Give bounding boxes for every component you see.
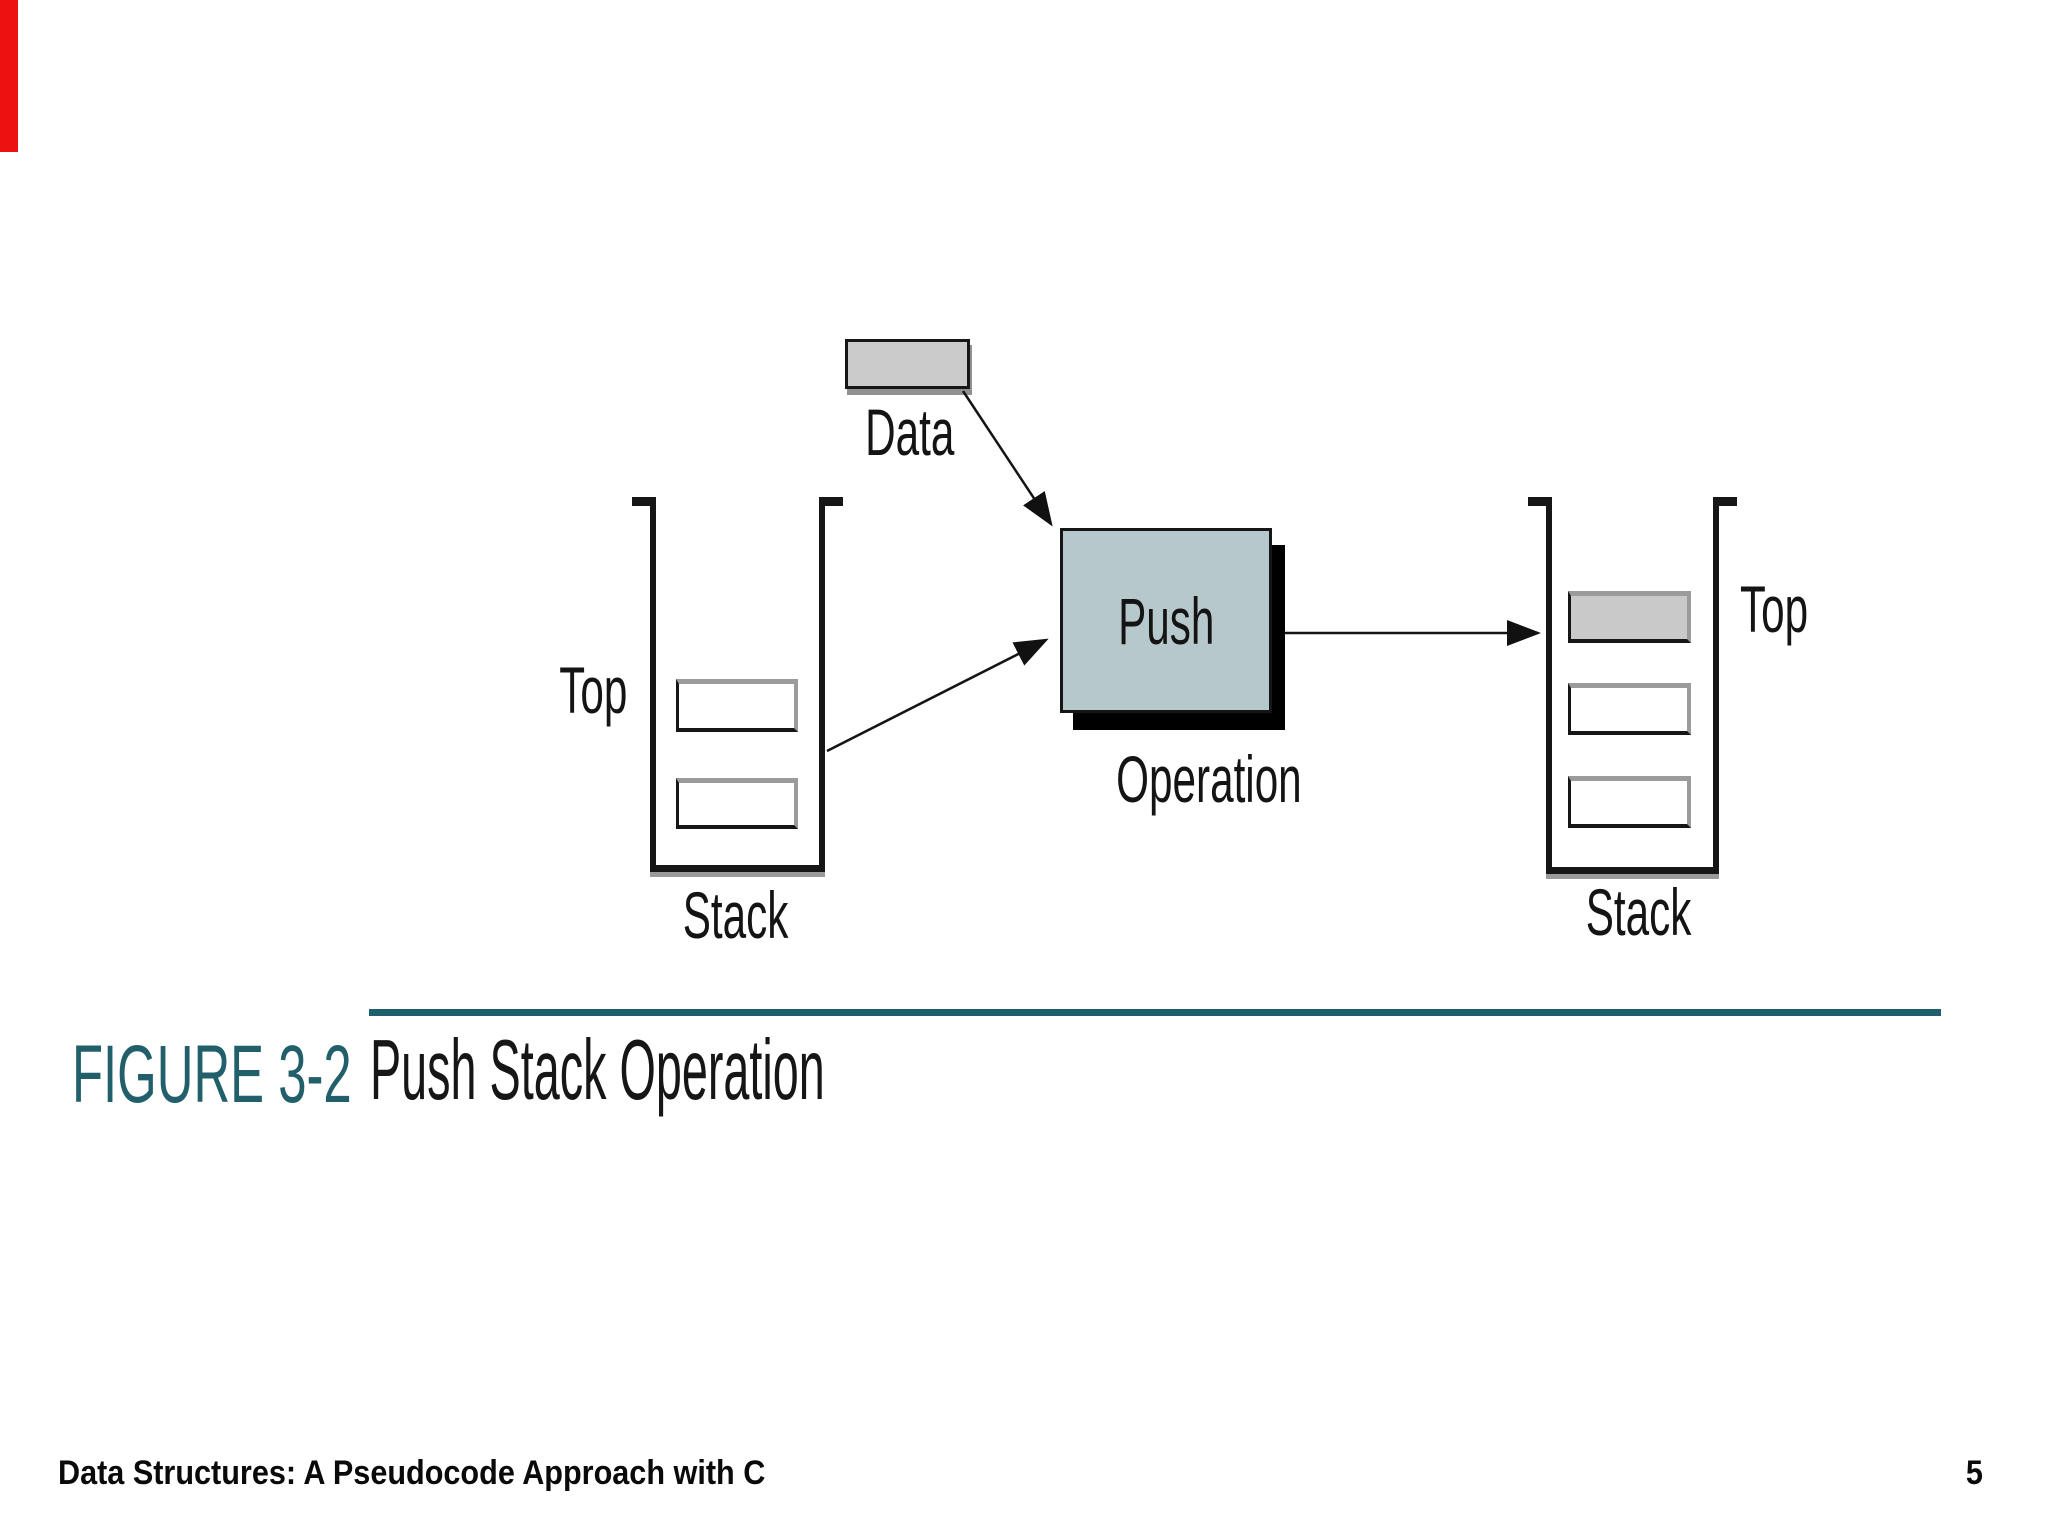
left-stack-cell-1 [676, 679, 798, 732]
data-box-label: Data [865, 395, 955, 469]
right-stack-right-tick [1713, 497, 1737, 506]
right-stack-top-label: Top [1740, 572, 1809, 646]
footer-book-title: Data Structures: A Pseudocode Approach w… [58, 1454, 766, 1492]
left-stack-bottom [650, 865, 825, 877]
red-accent-bar [0, 0, 18, 152]
arrow-stack-to-push [826, 638, 1049, 753]
left-stack-top-label: Top [558, 653, 627, 727]
right-stack-bottom [1546, 867, 1719, 879]
right-stack-cell-3 [1568, 776, 1691, 828]
right-stack-cell-2 [1568, 683, 1691, 735]
right-stack-right-wall [1713, 497, 1719, 867]
figure-label: FIGURE 3-2 [72, 1029, 352, 1120]
operation-label: Operation [1116, 742, 1302, 816]
right-stack-left-wall [1546, 497, 1552, 867]
right-stack-cell-1-pushed [1568, 591, 1691, 643]
right-stack-left-tick [1528, 497, 1552, 506]
left-stack-right-tick [819, 497, 843, 506]
left-stack-name-label: Stack [683, 878, 789, 952]
caption-rule [369, 1009, 1941, 1016]
push-operation-box: Push [1060, 528, 1272, 713]
left-stack-left-wall [650, 497, 656, 865]
left-stack-left-tick [632, 497, 656, 506]
left-stack-cell-2 [676, 778, 798, 829]
right-stack-name-label: Stack [1586, 875, 1692, 949]
data-box [845, 339, 970, 389]
left-stack-right-wall [819, 497, 825, 865]
push-box-label: Push [1117, 583, 1215, 658]
page-number: 5 [1965, 1454, 1983, 1492]
figure-title: Push Stack Operation [370, 1023, 825, 1118]
